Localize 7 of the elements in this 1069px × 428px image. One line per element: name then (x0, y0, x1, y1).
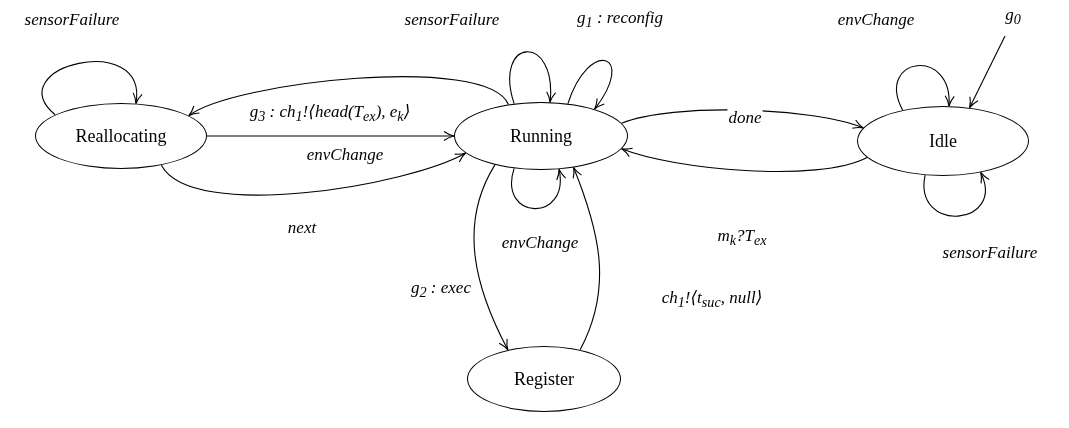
state-name: Idle (929, 130, 957, 152)
state-name: Reallocating (75, 125, 167, 147)
state-name: Running (510, 125, 572, 147)
edge-label: envChange (305, 145, 385, 165)
state-name: Register (514, 368, 574, 390)
edge-label: envChange (500, 233, 580, 253)
edge-label: envChange (836, 10, 916, 30)
